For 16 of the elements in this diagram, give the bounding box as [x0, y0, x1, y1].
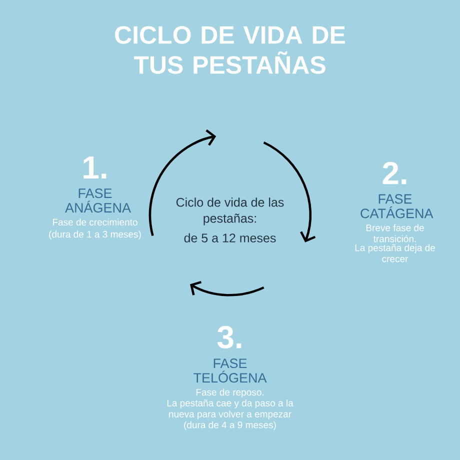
phase-name: FASE TELÓGENA [194, 358, 267, 383]
center-text: Ciclo de vida de las pestañas: [176, 198, 284, 226]
phase-number: 1. [84, 156, 106, 179]
phase-number: 3. [217, 326, 242, 349]
phase-description: (dura de 1 a 3 meses) [49, 230, 141, 240]
title: CICLO DE VIDA DE TUS PESTAÑAS [115, 26, 345, 74]
phase-number: 2. [382, 162, 406, 184]
phase-name: FASE CATÁGENA [360, 194, 434, 218]
phase-description: Breve fase de transición. [366, 224, 424, 242]
phase-description: (dura de 4 a 9 meses) [184, 421, 276, 430]
phase-description: La pestaña cae y da paso a la nueva para volver a empezar [167, 399, 294, 420]
phase-description: Fase de crecimiento [53, 218, 138, 226]
phase-description: La pestaña deja de crecer [355, 244, 435, 262]
phase-description: Fase de reposo. [196, 388, 264, 398]
center-duration: de 5 a 12 meses [184, 233, 276, 242]
phase-name: FASE ANÁGENA [65, 188, 131, 213]
